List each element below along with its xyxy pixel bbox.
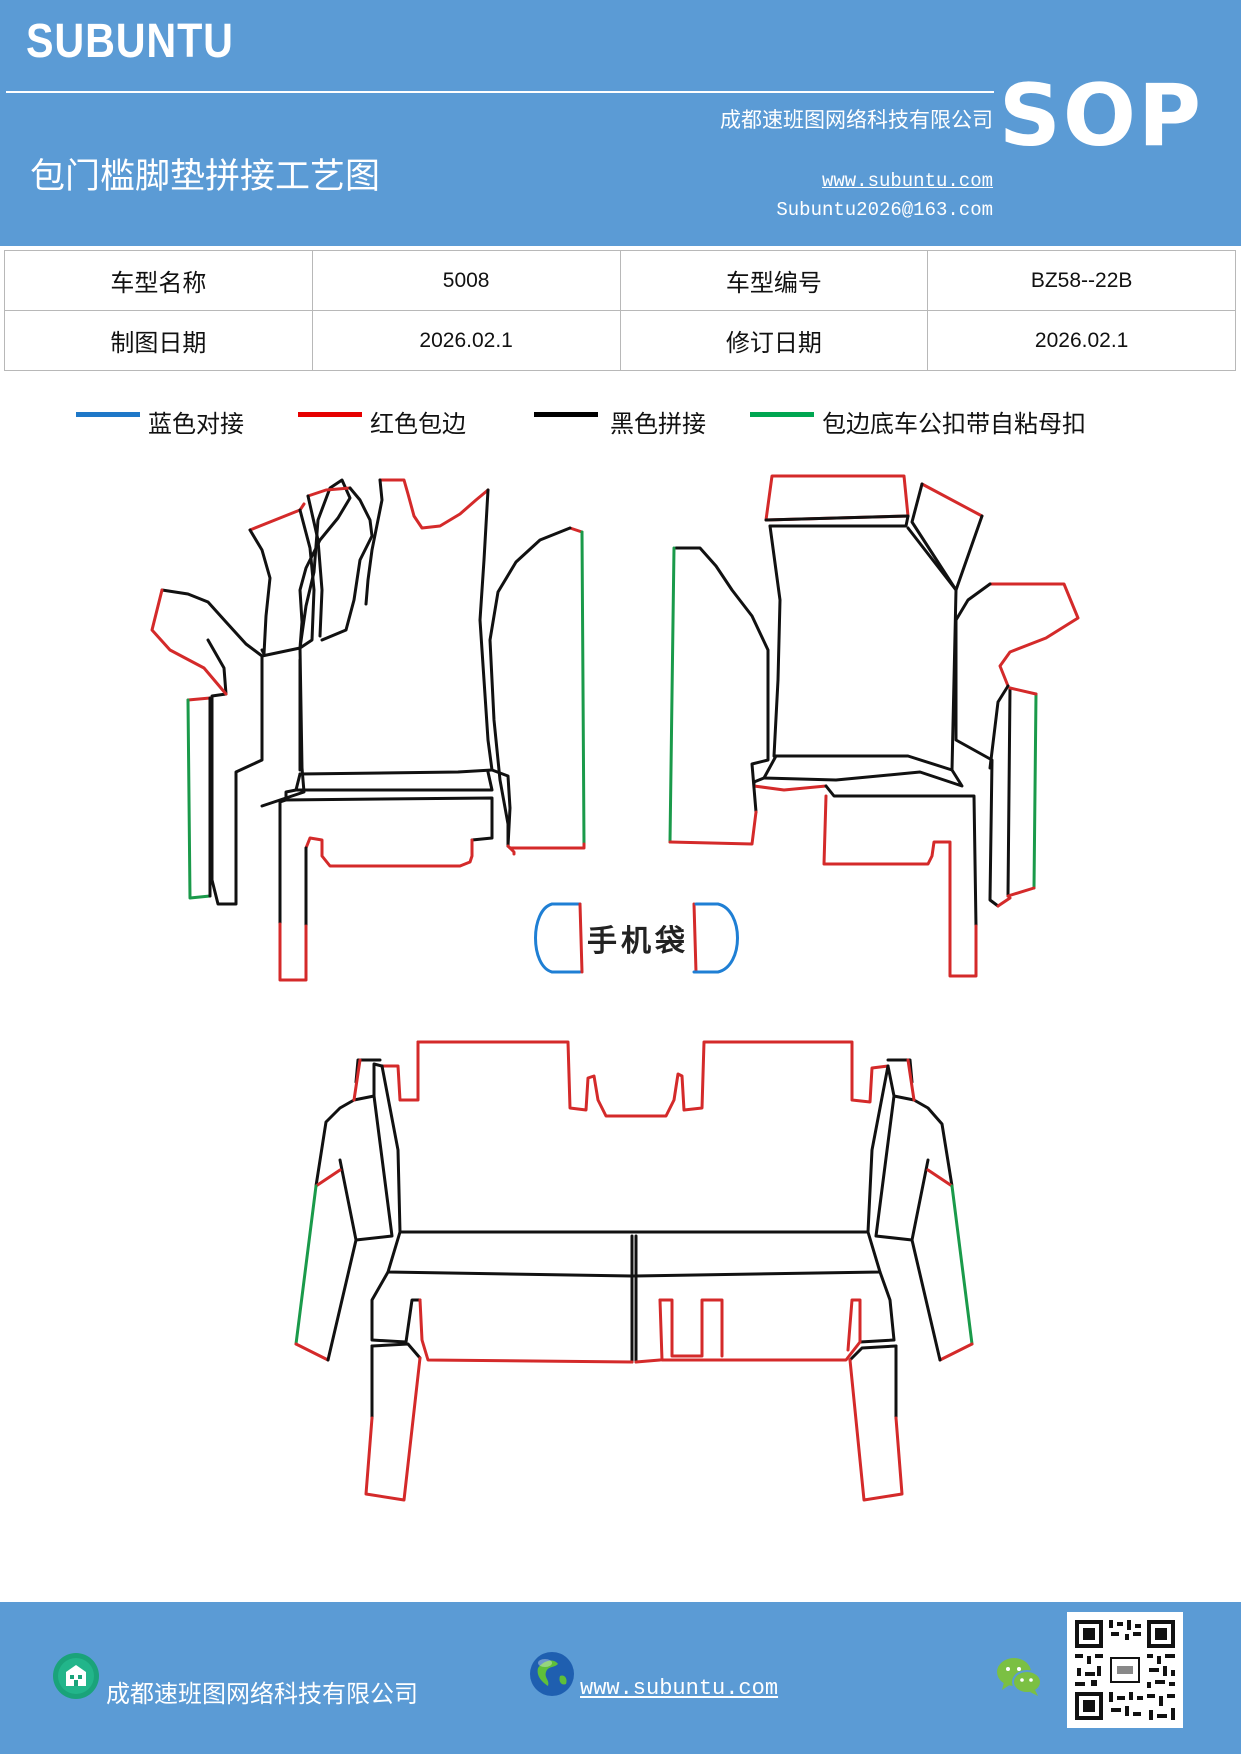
qr-code <box>1067 1612 1183 1728</box>
table-cell-value: 2026.02.1 <box>927 310 1236 371</box>
table-row: 车型名称 5008 车型编号 BZ58--22B <box>4 250 1236 311</box>
wechat-icon <box>997 1658 1042 1696</box>
legend-swatch <box>298 412 362 417</box>
legend-label: 红色包边 <box>370 410 466 438</box>
table-cell-value: BZ58--22B <box>927 250 1236 311</box>
footer: 成都速班图网络科技有限公司 www.subuntu.com <box>0 1602 1241 1754</box>
page-title: 包门槛脚垫拼接工艺图 <box>30 157 381 197</box>
building-icon <box>53 1653 99 1699</box>
logo: SUBUNTU <box>26 15 234 68</box>
footer-website-link[interactable]: www.subuntu.com <box>580 1676 779 1701</box>
rear-mat <box>294 1040 974 1502</box>
header-company: 成都速班图网络科技有限公司 <box>720 108 993 132</box>
legend-label: 蓝色对接 <box>148 410 244 438</box>
table-cell-label: 车型名称 <box>4 250 313 311</box>
table-cell-value: 5008 <box>311 250 621 311</box>
header-website-link[interactable]: www.subuntu.com <box>821 170 993 192</box>
phone-pocket-label: 手机袋 <box>587 924 689 959</box>
legend-label: 黑色拼接 <box>610 410 706 438</box>
table-cell-label: 修订日期 <box>619 310 929 371</box>
header-email[interactable]: Subuntu2026@163.com <box>776 199 993 221</box>
right-front-mat <box>668 474 1080 978</box>
legend-label: 包边底车公扣带自粘母扣 <box>822 410 1086 438</box>
left-front-mat <box>150 478 586 982</box>
legend-swatch <box>750 412 814 417</box>
mat-splice-diagram: 手机袋 <box>150 474 1080 1502</box>
table-cell-label: 制图日期 <box>4 310 313 371</box>
info-table: 车型名称 5008 车型编号 BZ58--22B 制图日期 2026.02.1 … <box>4 250 1236 371</box>
table-cell-value: 2026.02.1 <box>311 310 621 371</box>
phone-pocket <box>534 902 739 974</box>
legend-swatch <box>76 412 140 417</box>
header-divider <box>6 91 994 93</box>
table-cell-label: 车型编号 <box>619 250 929 311</box>
legend-swatch <box>534 412 598 417</box>
footer-company: 成都速班图网络科技有限公司 <box>106 1680 418 1708</box>
doc-type-label: SOP <box>998 66 1203 166</box>
table-row: 制图日期 2026.02.1 修订日期 2026.02.1 <box>4 310 1236 371</box>
globe-icon <box>530 1652 574 1696</box>
header: SUBUNTU 成都速班图网络科技有限公司 包门槛脚垫拼接工艺图 www.sub… <box>0 0 1241 246</box>
